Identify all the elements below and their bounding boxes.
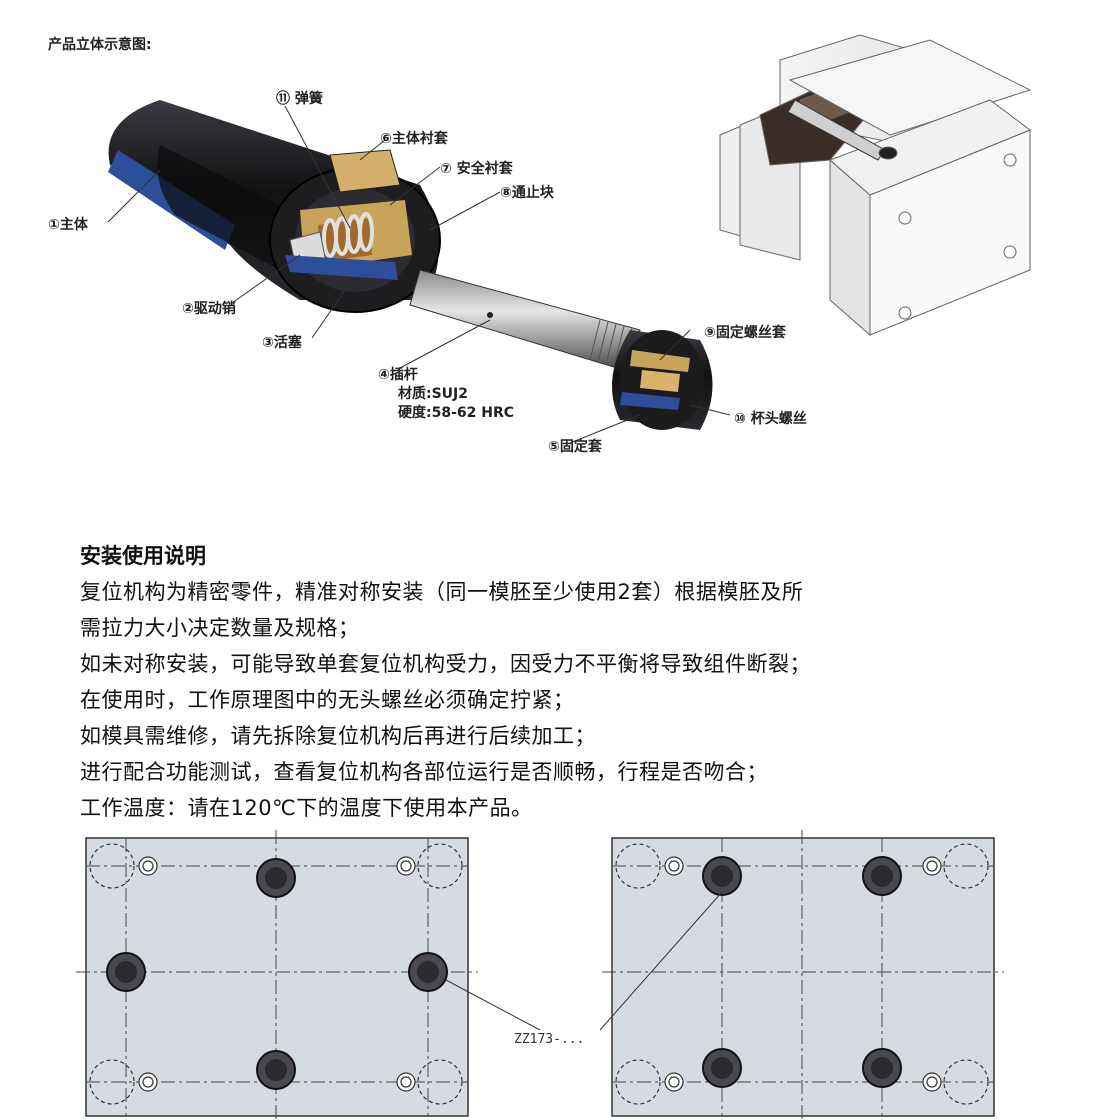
plate-label-leaders [445, 891, 723, 1031]
install-line: 工作温度：请在120℃下的温度下使用本产品。 [80, 796, 533, 820]
label-drive-pin: ②驱动销 [182, 301, 236, 317]
label-hardness: 硬度:58-62 HRC [398, 405, 515, 421]
install-instructions: 复位机构为精密零件，精准对称安装（同一模胚至少使用2套）根据模胚及所 需拉力大小… [80, 574, 980, 826]
label-main-body: ①主体 [48, 217, 88, 233]
mechanism-markers-left [106, 858, 448, 1090]
plate-left [76, 830, 478, 1120]
spring-graphic [322, 212, 374, 258]
label-fixing-screw-sleeve: ⑨固定螺丝套 [704, 325, 786, 341]
plate-part-label: ZZ173-... [514, 1032, 585, 1047]
leader-lines [107, 105, 731, 444]
label-spring: ⑪ 弹簧 [276, 91, 323, 107]
label-fixing-sleeve: ⑤固定套 [548, 439, 602, 455]
install-line: 如模具需维修，请先拆除复位机构后再进行后续加工； [80, 724, 596, 748]
plate-right [602, 830, 1004, 1120]
install-title: 安装使用说明 [80, 544, 206, 568]
main-body [108, 100, 441, 313]
label-insert-rod: ④插杆 [378, 367, 418, 383]
label-safety-bushing: ⑦ 安全衬套 [440, 161, 513, 177]
install-line: 如未对称安装，可能导致单套复位机构受力，因受力不平衡将导致组件断裂； [80, 652, 811, 676]
install-line: 复位机构为精密零件，精准对称安装（同一模胚至少使用2套）根据模胚及所 [80, 580, 804, 604]
install-line: 进行配合功能测试，查看复位机构各部位运行是否顺畅，行程是否吻合； [80, 760, 768, 784]
label-body-bushing: ⑥主体衬套 [380, 131, 448, 147]
mold-assembly [719, 34, 1032, 337]
label-stop-block: ⑧通止块 [500, 185, 554, 201]
install-line: 在使用时，工作原理图中的无头螺丝必须确定拧紧； [80, 688, 575, 712]
section-title: 产品立体示意图: [48, 37, 152, 53]
label-piston: ③活塞 [262, 335, 302, 351]
mechanism-markers-right [702, 856, 902, 1088]
fixing-sleeve [612, 330, 713, 430]
label-material: 材质:SUJ2 [398, 386, 468, 402]
install-line: 需拉力大小决定数量及规格； [80, 616, 360, 640]
label-cup-head-screw: ⑩ 杯头螺丝 [734, 411, 807, 427]
